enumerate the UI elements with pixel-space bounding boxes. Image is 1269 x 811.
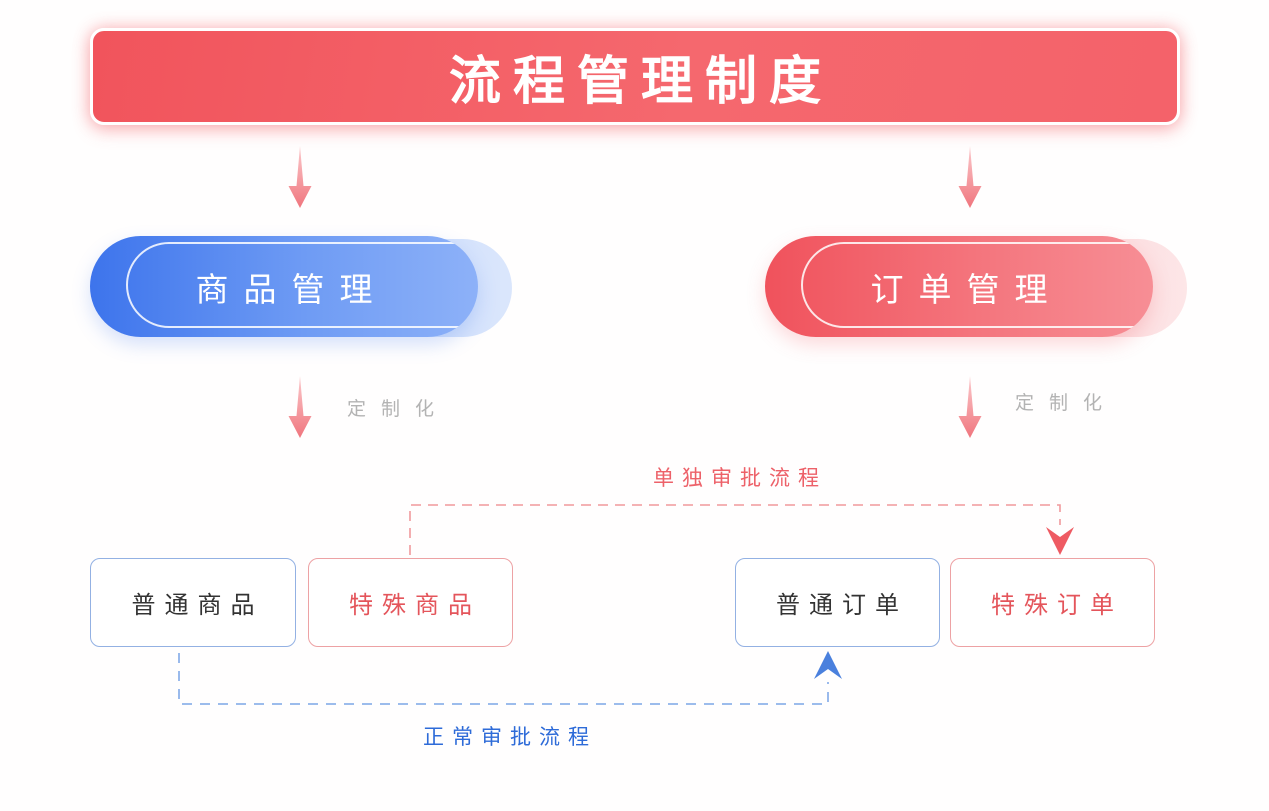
normal-product-label: 普通商品	[131, 592, 264, 619]
normal-product-box: 普通商品	[90, 558, 296, 647]
special-approval-label: 单独审批流程	[653, 467, 827, 490]
special-product-label: 特殊商品	[349, 592, 481, 619]
normal-order-box: 普通订单	[735, 558, 940, 647]
normal-approval-path	[178, 653, 829, 705]
page-title: 流程管理制度	[448, 53, 833, 111]
down-arrow-icon	[958, 376, 982, 438]
normal-order-label: 普通订单	[776, 592, 908, 619]
pill-body: 商品管理	[90, 236, 478, 337]
customize-label-right: 定制化	[1015, 393, 1118, 414]
order-management-pill: 订单管理	[765, 236, 1187, 339]
normal-approval-arrowhead-icon	[814, 651, 842, 679]
customize-label-left: 定制化	[347, 399, 450, 420]
product-management-pill: 商品管理	[90, 236, 512, 339]
normal-approval-label: 正常审批流程	[423, 726, 597, 749]
title-banner: 流程管理制度	[90, 28, 1180, 125]
down-arrow-icon	[288, 376, 312, 438]
pill-arc-outline	[126, 242, 478, 328]
product-management-label: 商品管理	[195, 270, 388, 308]
special-product-box: 特殊商品	[308, 558, 513, 647]
special-approval-arrowhead-icon	[1046, 527, 1074, 555]
special-order-label: 特殊订单	[991, 592, 1123, 619]
order-management-label: 订单管理	[870, 270, 1063, 308]
special-order-box: 特殊订单	[950, 558, 1155, 647]
down-arrow-icon	[288, 146, 312, 208]
down-arrow-icon	[958, 146, 982, 208]
pill-body: 订单管理	[765, 236, 1153, 337]
special-approval-path	[409, 504, 1061, 555]
pill-arc-outline	[801, 242, 1153, 328]
